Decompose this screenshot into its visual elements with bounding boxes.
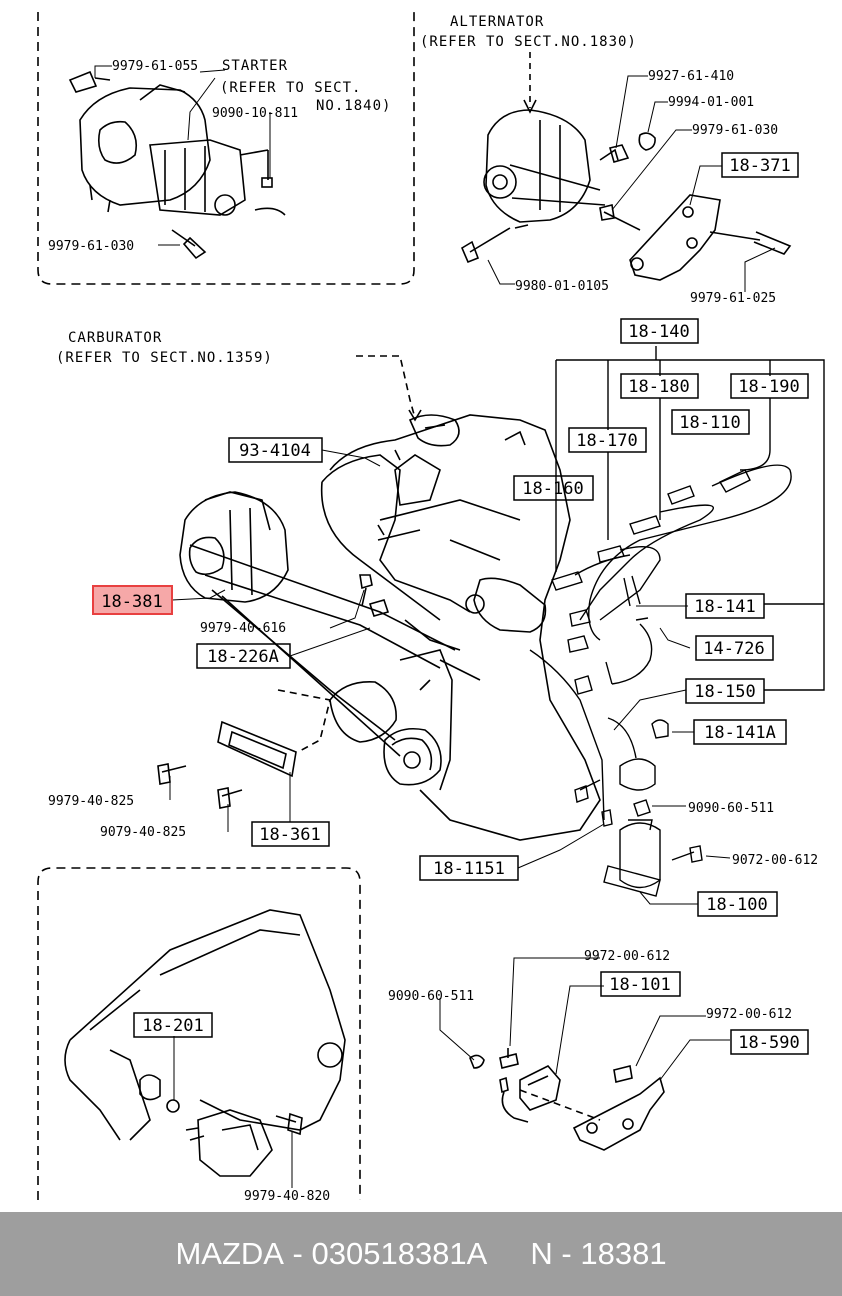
starter-note-1: STARTER: [222, 58, 288, 74]
engine-main: [157, 355, 601, 841]
footer-separator: -: [283, 1236, 312, 1271]
part-box-18-140[interactable]: [620, 318, 699, 344]
bracket-callouts: [439, 957, 730, 1081]
footer-gap: [487, 1236, 530, 1272]
part-number-18-150: 18-150: [694, 682, 755, 702]
part-box-18-141a[interactable]: [693, 719, 787, 745]
part-label-9979-61-030-a: 9979-61-030: [48, 239, 134, 254]
part-label-9994-01-001: 9994-01-001: [668, 95, 754, 110]
part-label-9927-61-410: 9927-61-410: [648, 69, 734, 84]
part-box-18-150[interactable]: [685, 678, 765, 704]
distributor-callouts: [173, 1036, 293, 1188]
part-box-18-110[interactable]: [671, 409, 750, 435]
alternator-note-2: (REFER TO SECT.NO.1830): [420, 34, 637, 50]
part-box-18-190[interactable]: [730, 373, 809, 399]
part-number-18-141: 18-141: [694, 597, 755, 617]
part-label-9972-00-612-b: 9972-00-612: [706, 1007, 792, 1022]
part-box-93-4104[interactable]: [228, 437, 323, 463]
part-box-18-101[interactable]: [600, 971, 681, 997]
part-number-18-190: 18-190: [738, 377, 799, 397]
alternator-top: [460, 52, 792, 281]
part-number-18-381: 18-381: [101, 592, 162, 612]
part-box-18-180[interactable]: [620, 373, 699, 399]
part-box-18-1151[interactable]: [419, 855, 519, 881]
part-box-18-590[interactable]: [730, 1029, 809, 1055]
starter-note-2: (REFER TO SECT.: [220, 80, 361, 96]
part-box-14-726[interactable]: [695, 635, 774, 661]
part-number-18-1151: 18-1151: [433, 859, 505, 879]
part-number-18-141a: 18-141A: [704, 723, 776, 743]
alternator-callouts: [487, 75, 776, 292]
part-label-9090-60-511-b: 9090-60-511: [388, 989, 474, 1004]
part-number-18-361: 18-361: [259, 825, 320, 845]
part-number-18-140: 18-140: [628, 322, 689, 342]
part-box-18-226a[interactable]: [196, 643, 291, 669]
part-number-14-726: 14-726: [703, 639, 764, 659]
ignition-callouts: [517, 605, 731, 905]
part-box-18-381-highlighted[interactable]: [92, 585, 173, 615]
part-label-9972-00-612-a: 9972-00-612: [584, 949, 670, 964]
part-number-18-160: 18-160: [522, 479, 583, 499]
part-box-18-371[interactable]: [721, 152, 799, 178]
part-box-18-141[interactable]: [685, 593, 765, 619]
carburator-note-1: CARBURATOR: [68, 330, 162, 346]
distributor-inset: [37, 867, 361, 1200]
engine-callouts: [169, 449, 381, 832]
part-number-18-100: 18-100: [706, 895, 767, 915]
starter-note-3: NO.1840): [316, 98, 391, 114]
part-label-9979-61-030-b: 9979-61-030: [692, 123, 778, 138]
carburator-note-2: (REFER TO SECT.NO.1359): [56, 350, 273, 366]
part-label-9072-00-612: 9072-00-612: [732, 853, 818, 868]
part-box-18-100[interactable]: [697, 891, 778, 917]
part-number-18-371: 18-371: [729, 156, 790, 176]
coil-brackets: [469, 1048, 665, 1151]
starter-inset: [37, 12, 415, 285]
starter-callouts: [94, 65, 271, 246]
part-number-18-590: 18-590: [738, 1033, 799, 1053]
part-number-18-101: 18-101: [609, 975, 670, 995]
part-number-18-180: 18-180: [628, 377, 689, 397]
part-label-9979-61-025: 9979-61-025: [690, 291, 776, 306]
part-label-9090-10-811: 9090-10-811: [212, 106, 298, 121]
footer-ref: N - 18381: [530, 1236, 667, 1271]
part-number-18-170: 18-170: [576, 431, 637, 451]
part-number-18-226a: 18-226A: [207, 647, 279, 667]
part-label-9979-61-055: 9979-61-055: [112, 59, 198, 74]
part-label-9079-40-825: 9079-40-825: [100, 825, 186, 840]
part-label-9979-40-616: 9979-40-616: [200, 621, 286, 636]
footer-bar: MAZDA - 030518381A N - 18381: [0, 1212, 842, 1296]
ignition-wires: [529, 346, 825, 897]
part-label-9979-40-825: 9979-40-825: [48, 794, 134, 809]
part-label-9980-01-0105: 9980-01-0105: [515, 279, 609, 294]
alternator-note-1: ALTERNATOR: [450, 14, 544, 30]
part-label-9090-60-511-a: 9090-60-511: [688, 801, 774, 816]
footer-part-number: 030518381A: [311, 1236, 488, 1271]
part-box-18-361[interactable]: [251, 821, 330, 847]
part-box-18-201[interactable]: [133, 1012, 213, 1038]
exploded-parts-diagram: STARTER (REFER TO SECT. NO.1840) 9979-61…: [37, 12, 825, 1204]
part-label-9979-40-820: 9979-40-820: [244, 1189, 330, 1204]
part-box-18-170[interactable]: [568, 427, 647, 453]
part-number-18-201: 18-201: [142, 1016, 203, 1036]
part-number-93-4104: 93-4104: [239, 441, 311, 461]
part-box-18-160[interactable]: [513, 475, 594, 501]
part-number-18-110: 18-110: [679, 413, 740, 433]
footer-brand: MAZDA: [175, 1236, 284, 1271]
